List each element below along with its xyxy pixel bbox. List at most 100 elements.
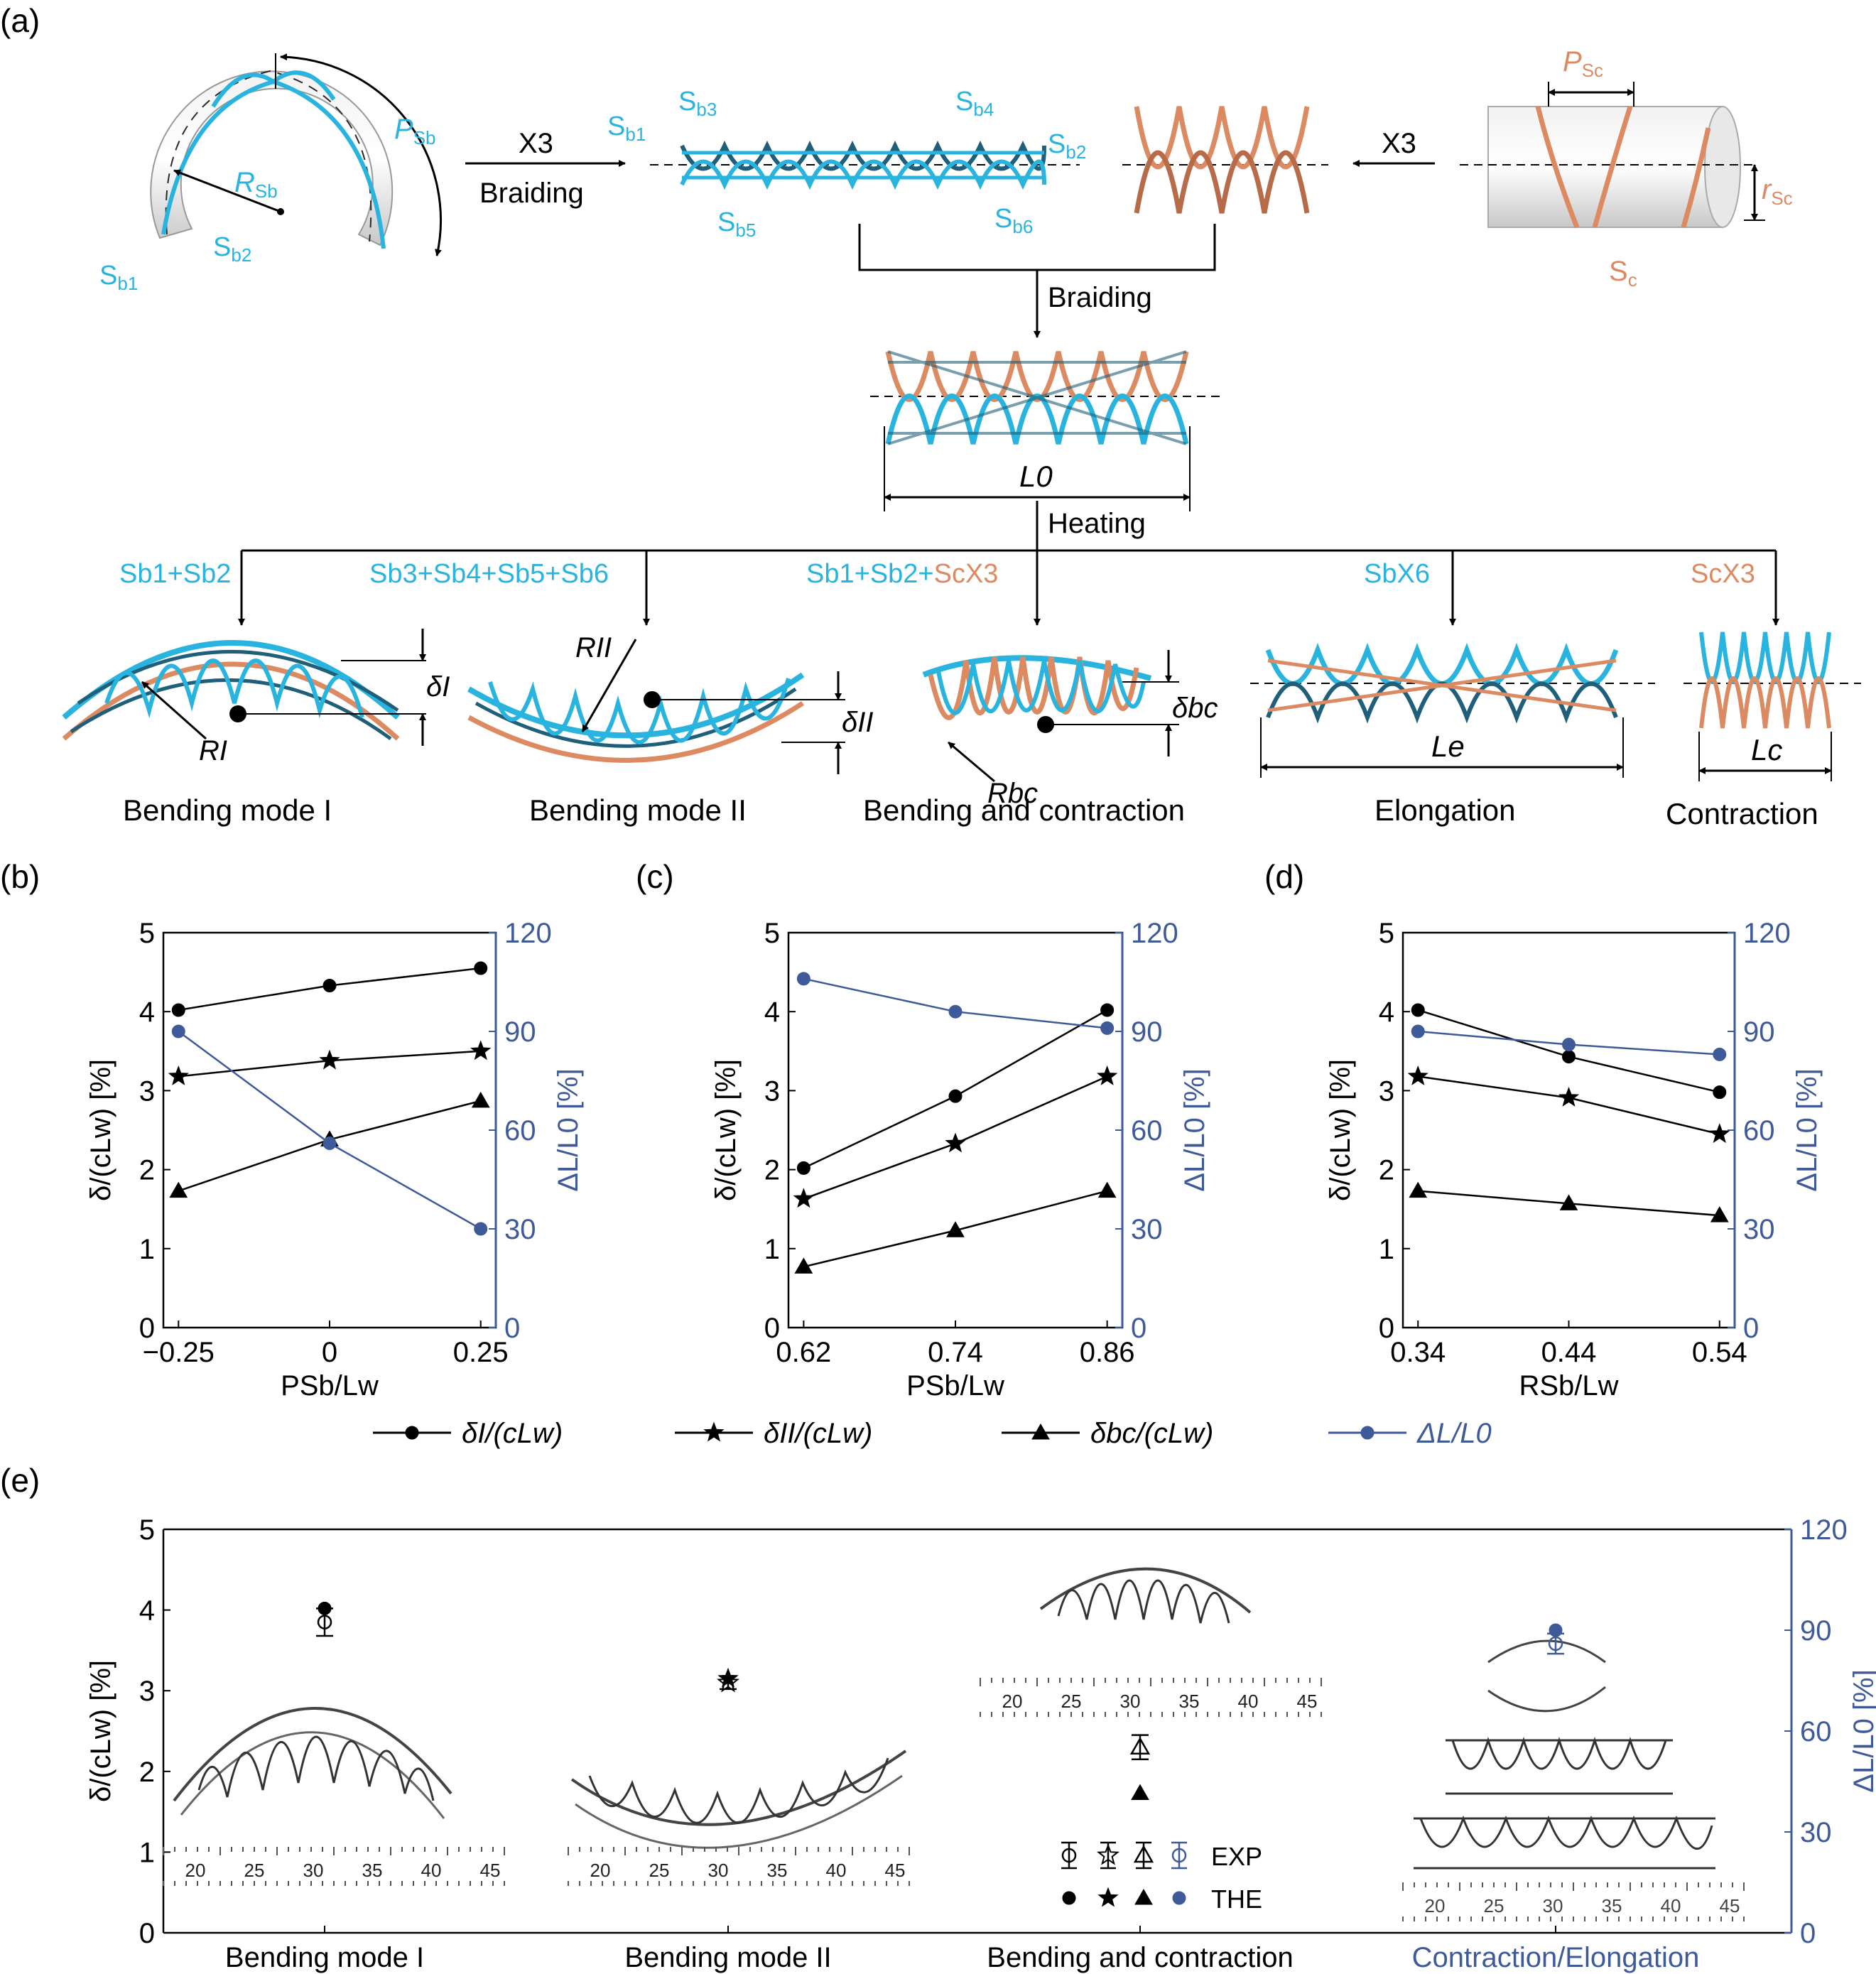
y2-tick-label: 90 [1800, 1615, 1832, 1647]
label-Sb5: Sb5 [717, 207, 756, 241]
y2-tick-label: 120 [1743, 918, 1791, 949]
legend-the-marker [1134, 1888, 1153, 1905]
data-point-circle [1562, 1050, 1576, 1064]
y-tick-label: 4 [139, 997, 155, 1028]
the-point-circle [318, 1601, 332, 1615]
y-tick-label: 1 [764, 1234, 780, 1265]
x3-left: X3 [519, 128, 553, 159]
y-tick-label: 0 [139, 1313, 155, 1344]
x-tick-label: −0.25 [143, 1337, 215, 1368]
data-point-circle [1713, 1047, 1727, 1061]
legend-label: δbc/(cLw) [1090, 1418, 1213, 1449]
the-point-star [717, 1667, 739, 1688]
title-bending-mode-2: Bending mode II [529, 793, 747, 827]
category-label: Contraction/Elongation [1412, 1942, 1700, 1973]
label-P-Sb: PSb [394, 114, 436, 148]
ruler-label: 25 [649, 1860, 670, 1881]
dim-Lc: Lc [1751, 733, 1782, 766]
ruler-label: 25 [244, 1860, 265, 1881]
y-tick-label: 2 [1379, 1155, 1394, 1186]
x-tick-label: 0.74 [928, 1337, 983, 1368]
legend-the-marker [1062, 1891, 1076, 1905]
panel-label: (d) [1264, 858, 1304, 895]
legend-exp-label: EXP [1211, 1842, 1262, 1871]
exp-point-triangle [1129, 1737, 1151, 1755]
label-Sb4: Sb4 [955, 87, 994, 120]
ruler-label: 20 [185, 1860, 206, 1881]
ruler-label: 35 [362, 1860, 383, 1881]
y2-tick-label: 120 [1131, 918, 1178, 949]
data-point-triangle [1559, 1194, 1578, 1210]
ruler-label: 45 [1297, 1691, 1318, 1712]
ruler-label: 35 [1179, 1691, 1200, 1712]
x-tick-label: 0.34 [1390, 1337, 1446, 1368]
data-point-circle [322, 979, 337, 993]
title-contraction: Contraction [1666, 797, 1818, 830]
label-r-Sc: rSc [1762, 174, 1793, 209]
x-tick-label: 0 [322, 1337, 337, 1368]
y-tick-label: 0 [1379, 1313, 1394, 1344]
x-tick-label: 0.86 [1080, 1337, 1135, 1368]
y2-tick-label: 0 [1743, 1313, 1759, 1344]
ruler-label: 20 [1002, 1691, 1023, 1712]
y2-tick-label: 90 [1743, 1016, 1775, 1048]
branch-label-3: Sb1+Sb2+ScX3 [806, 559, 998, 589]
y2-tick-label: 90 [1131, 1016, 1163, 1048]
radius-R-2: RII [575, 632, 612, 663]
y-tick-label: 1 [139, 1234, 155, 1265]
branch-label-4: SbX6 [1364, 559, 1430, 589]
data-point-circle [322, 1137, 337, 1151]
y2-axis-label: ΔL/L0 [%] [1848, 1669, 1876, 1792]
legend-label: ΔL/L0 [1416, 1418, 1492, 1449]
data-point-triangle [794, 1257, 813, 1274]
legend-label: δII/(cLw) [764, 1418, 872, 1449]
ruler-label: 30 [1120, 1691, 1141, 1712]
ruler-label: 35 [767, 1860, 788, 1881]
title-bending-contraction: Bending and contraction [863, 793, 1185, 827]
data-point-circle [171, 1024, 185, 1038]
y2-tick-label: 30 [1800, 1817, 1832, 1848]
data-point-circle [1713, 1085, 1727, 1100]
ruler-label: 40 [1238, 1691, 1259, 1712]
data-point-circle [948, 1004, 963, 1019]
ruler-label: 40 [826, 1860, 847, 1881]
y2-tick-label: 0 [504, 1313, 520, 1344]
panel-e [173, 1567, 1715, 1870]
y-tick-label: 3 [139, 1075, 155, 1107]
braiding-mid: Braiding [1048, 282, 1152, 313]
label-Sb2-ring: Sb2 [213, 232, 251, 266]
exp-point-star [716, 1670, 740, 1693]
data-point-triangle [169, 1181, 188, 1198]
y-tick-label: 5 [139, 918, 155, 949]
data-point-circle [948, 1089, 963, 1103]
data-point-star [319, 1049, 340, 1070]
title-elongation: Elongation [1375, 793, 1516, 827]
y-tick-label: 2 [764, 1155, 780, 1186]
legend-marker [405, 1426, 419, 1440]
label-Sc: Sc [1609, 256, 1637, 291]
y2-tick-label: 60 [504, 1115, 536, 1146]
y-tick-label: 2 [139, 1757, 155, 1788]
y2-tick-label: 0 [1800, 1918, 1816, 1949]
y-tick-label: 3 [139, 1676, 155, 1707]
y2-tick-label: 30 [1131, 1214, 1163, 1245]
dim-Le: Le [1431, 730, 1465, 763]
data-point-circle [796, 972, 810, 986]
legend-marker [1031, 1423, 1050, 1440]
label-L0: L0 [1019, 460, 1053, 493]
x-tick-label: 0.44 [1541, 1337, 1597, 1368]
panel-label: (e) [0, 1462, 40, 1499]
ruler-label: 25 [1484, 1895, 1504, 1916]
y-axis-label: δ/(cLw) [%] [710, 1059, 742, 1201]
panel-label: (c) [636, 858, 674, 895]
ruler-label: 40 [421, 1860, 442, 1881]
panel-a: (a) RSb PSb Sb1 Sb2 X3 Braiding Sb1 [0, 2, 1861, 830]
photo-contraction-elongation [1414, 1639, 1715, 1870]
branch-label-5: ScX3 [1691, 559, 1755, 589]
ruler-label: 20 [1425, 1895, 1446, 1916]
photo-bending-2 [570, 1750, 907, 1849]
